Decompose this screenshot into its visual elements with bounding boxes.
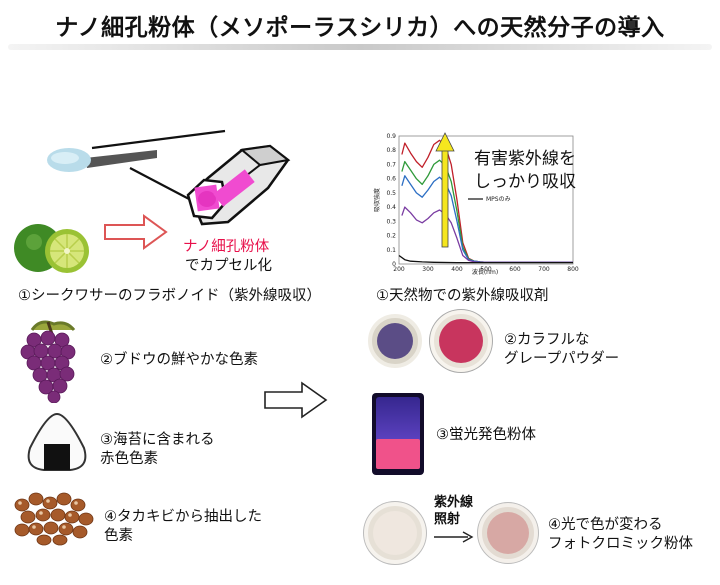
chart-annotation-line1: 有害紫外線を	[474, 149, 576, 169]
uv-arrow-label-line1: 紫外線	[434, 495, 474, 510]
irradiation-arrow-icon	[434, 531, 474, 543]
millet-image	[14, 492, 94, 546]
y-tick-label: 0.8	[386, 147, 396, 154]
x-tick-label: 400	[451, 266, 463, 273]
capsule-label-line1: ナノ細孔粉体	[183, 239, 270, 255]
purple-powder-dish-image	[368, 314, 422, 368]
onigiri-image	[27, 412, 87, 471]
grape-powder-line1: ②カラフルな	[504, 332, 590, 348]
lime-image	[14, 224, 89, 273]
uv-arrow-icon	[435, 132, 455, 248]
series-line-3	[401, 206, 573, 263]
item2-label: ②ブドウの鮮やかな色素	[100, 352, 258, 368]
powder-swab-image	[47, 148, 157, 172]
page-title: ナノ細孔粉体（メソポーラスシリカ）への天然分子の導入	[55, 15, 665, 41]
capsule-label-line2: でカプセル化	[185, 258, 272, 274]
y-tick-label: 0.9	[386, 133, 396, 140]
fluorescent-label: ③蛍光発色粉体	[436, 427, 536, 443]
item3-label-line2: 赤色色素	[100, 451, 158, 467]
hexagonal-capsule-icon	[186, 144, 291, 226]
chart-xlabel: 波長(nm)	[472, 268, 498, 276]
photochromic-line2: フォトクロミック粉体	[548, 536, 693, 552]
uv-absorber-title: ①天然物での紫外線吸収剤	[376, 288, 549, 304]
white-powder-dish-image	[364, 502, 426, 564]
item1-label: ①シークワサーのフラボノイド（紫外線吸収）	[18, 288, 321, 304]
y-tick-label: 0.6	[386, 176, 396, 183]
chart-ylabel: 吸収強度	[373, 188, 381, 212]
y-tick-label: 0	[392, 261, 396, 268]
x-tick-label: 200	[393, 266, 405, 273]
pink-powder-dish-image	[430, 310, 492, 372]
y-tick-label: 0.1	[386, 247, 396, 254]
grape-powder-line2: グレープパウダー	[504, 351, 620, 367]
item4-label-line1: ④タカキビから抽出した	[104, 509, 262, 525]
y-tick-label: 0.3	[386, 218, 396, 225]
fluorescent-vial-image	[372, 393, 424, 475]
grapes-image	[20, 320, 76, 403]
y-tick-label: 0.2	[386, 233, 396, 240]
x-tick-label: 500	[480, 266, 492, 273]
pink-photochromic-dish-image	[478, 503, 538, 563]
legend-label-mps: MPSのみ	[486, 196, 511, 203]
y-tick-label: 0.4	[386, 204, 396, 211]
x-tick-label: 300	[422, 266, 434, 273]
photochromic-line1: ④光で色が変わる	[548, 517, 663, 533]
uv-absorption-chart: 吸収強度 波長(nm) 200 300 400 500 600 700 800 0 0.1 0.2…	[373, 132, 579, 276]
title-divider	[8, 44, 712, 50]
uv-arrow-label-line2: 照射	[434, 512, 461, 527]
chart-frame	[398, 135, 574, 265]
item3-label-line1: ③海苔に含まれる	[100, 432, 215, 448]
x-tick-label: 800	[567, 266, 579, 273]
x-tick-label: 700	[538, 266, 550, 273]
y-tick-label: 0.7	[386, 161, 396, 168]
encapsulate-arrow-icon	[104, 214, 168, 250]
result-arrow-icon	[264, 381, 328, 419]
item4-label-line2: 色素	[104, 528, 133, 544]
x-tick-label: 600	[509, 266, 521, 273]
chart-annotation-line2: しっかり吸収	[474, 172, 576, 192]
y-tick-label: 0.5	[386, 190, 396, 197]
series-line-4	[398, 254, 573, 264]
